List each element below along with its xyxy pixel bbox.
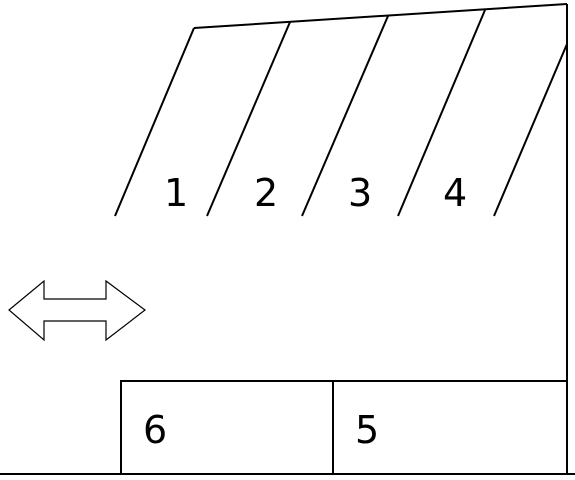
double-arrow-icon	[8, 279, 146, 342]
stall-stripe	[493, 43, 568, 217]
stall-stripe	[397, 9, 486, 217]
top-boundary	[193, 3, 568, 29]
space-label-4: 4	[443, 171, 467, 215]
space-box-5	[332, 380, 568, 475]
stall-stripe	[206, 21, 291, 217]
space-label-2: 2	[254, 171, 278, 215]
space-label-5: 5	[355, 408, 379, 452]
space-label-1: 1	[164, 171, 188, 215]
stall-stripe	[301, 15, 389, 217]
space-label-6: 6	[143, 408, 167, 452]
space-label-3: 3	[348, 171, 372, 215]
stall-stripe	[114, 27, 195, 217]
